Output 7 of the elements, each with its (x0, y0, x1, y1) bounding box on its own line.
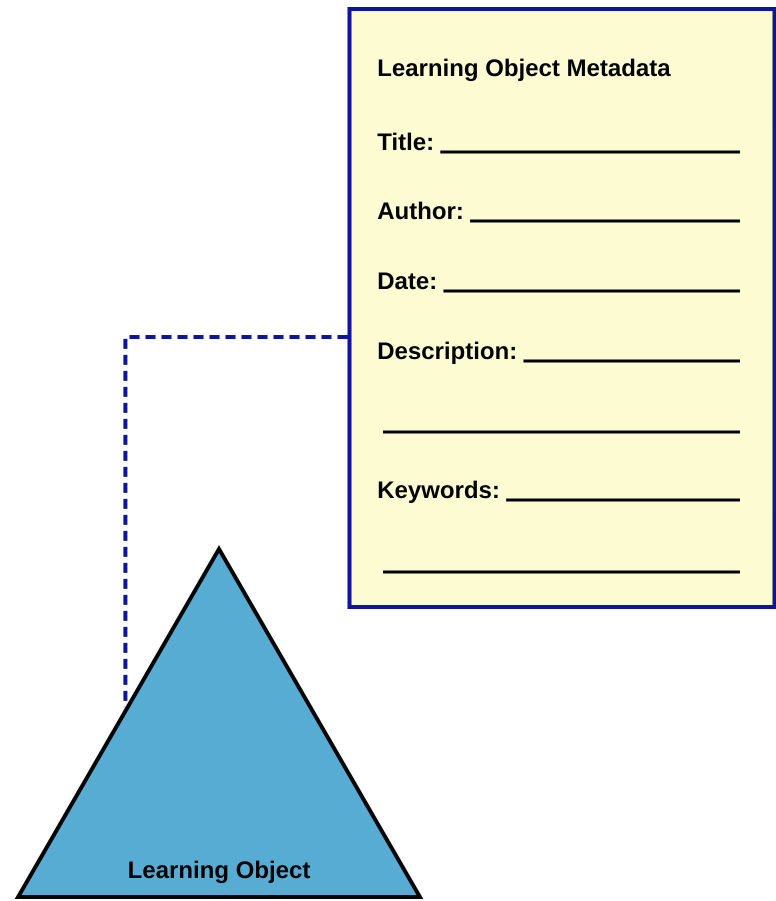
card-heading: Learning Object Metadata (378, 58, 671, 82)
field-label: Title: (377, 132, 432, 150)
field-label: Date: (378, 272, 435, 290)
field-label: Keywords: (378, 480, 498, 503)
field-label: Author: (378, 202, 462, 220)
triangle-label: Learning Object (129, 860, 310, 884)
field-label: Description: (378, 342, 515, 364)
